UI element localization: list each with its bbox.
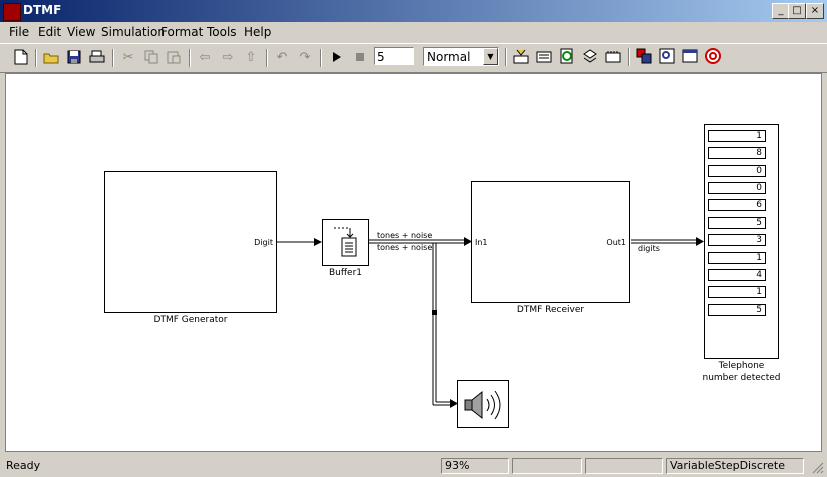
display-digit: 3 (708, 234, 766, 246)
play-icon[interactable] (328, 48, 346, 66)
toolbar-separator (505, 48, 507, 66)
redo-icon[interactable]: ↷ (299, 49, 311, 65)
signal-label-digits: digits (638, 244, 660, 253)
simulation-mode-value: Normal (427, 50, 471, 64)
undo-icon[interactable]: ↶ (276, 49, 288, 65)
display-digit: 8 (708, 147, 766, 159)
display-digit: 0 (708, 182, 766, 194)
simulation-mode-select[interactable]: Normal ▼ (423, 47, 499, 66)
up-icon[interactable]: ⇧ (245, 49, 257, 65)
signal-label-tones-bottom: tones + noise (377, 243, 433, 252)
display-digit: 1 (708, 252, 766, 264)
menu-format[interactable]: Format (161, 25, 204, 39)
speaker-block[interactable] (457, 380, 509, 428)
status-ready: Ready (6, 459, 41, 472)
menu-help[interactable]: Help (244, 25, 272, 39)
open-icon[interactable] (42, 48, 60, 66)
display-digit: 1 (708, 286, 766, 298)
telephone-display-label-line1: Telephone (718, 361, 765, 371)
menu-view[interactable]: View (67, 25, 96, 39)
close-button[interactable]: × (806, 3, 824, 19)
signal-lines (277, 237, 704, 408)
dtmf-receiver-label: DTMF Receiver (516, 305, 585, 315)
model-canvas[interactable]: Digit DTMF Generator Buffer1 tones + noi… (5, 73, 822, 452)
menu-edit[interactable]: Edit (38, 25, 62, 39)
simulink-app-icon[interactable] (3, 3, 21, 21)
signal-label-tones-top: tones + noise (377, 231, 433, 240)
menu-bar: File Edit View Simulation Format Tools H… (0, 22, 827, 42)
stop-time-input[interactable]: 5 (374, 47, 414, 65)
status-panel-empty (512, 458, 582, 474)
receiver-out-port: Out1 (606, 238, 626, 247)
telephone-display-label-line2: number detected (702, 373, 781, 383)
save-icon[interactable] (65, 48, 83, 66)
resize-grip-icon[interactable] (810, 460, 824, 474)
buffer-icon (334, 227, 357, 257)
status-bar: Ready 93% VariableStepDiscrete (0, 455, 827, 477)
buffer-label: Buffer1 (328, 268, 363, 278)
update-icon[interactable] (558, 47, 576, 65)
cut-icon[interactable]: ✂ (122, 49, 134, 65)
display-digit: 6 (708, 199, 766, 211)
block-browser-icon[interactable] (635, 47, 653, 65)
telephone-display-block[interactable]: 1 8 0 0 6 5 3 1 4 1 5 (704, 124, 779, 359)
toolbar-separator (320, 49, 322, 67)
dtmf-generator-label: DTMF Generator (153, 315, 228, 325)
speaker-icon (464, 390, 501, 420)
menu-simulation[interactable]: Simulation (101, 25, 165, 39)
forward-icon[interactable]: ⇨ (222, 49, 234, 65)
new-icon[interactable] (12, 48, 30, 66)
toolbar-separator (189, 49, 191, 67)
display-digit: 1 (708, 130, 766, 142)
debugger-icon[interactable] (604, 47, 622, 65)
build-icon[interactable] (581, 47, 599, 65)
status-zoom: 93% (441, 458, 509, 474)
toolbar-separator (35, 49, 37, 67)
status-solver: VariableStepDiscrete (666, 458, 804, 474)
status-panel-empty (585, 458, 663, 474)
display-digit: 0 (708, 165, 766, 177)
display-digit: 4 (708, 269, 766, 281)
copy-icon[interactable] (142, 48, 160, 66)
dtmf-receiver-block[interactable]: In1 Out1 (471, 181, 630, 303)
buffer-block[interactable] (322, 219, 369, 266)
chevron-down-icon[interactable]: ▼ (483, 48, 498, 65)
library-icon[interactable] (512, 47, 530, 65)
window-title: DTMF (23, 3, 62, 17)
toolbar-separator (266, 49, 268, 67)
paste-icon[interactable] (165, 48, 183, 66)
toolbar-separator (628, 48, 630, 66)
toolbar-separator (112, 49, 114, 67)
help-icon[interactable] (704, 47, 722, 65)
toolbar: ✂ ⇦ ⇨ ⇧ ↶ ↷ (0, 43, 827, 73)
zoom-icon[interactable] (658, 47, 676, 65)
menu-file[interactable]: File (9, 25, 30, 39)
print-icon[interactable] (88, 48, 106, 66)
model-explorer-icon[interactable] (535, 47, 553, 65)
maximize-button[interactable]: □ (788, 3, 806, 19)
display-digit: 5 (708, 304, 766, 316)
back-icon[interactable]: ⇦ (199, 49, 211, 65)
stop-icon[interactable] (351, 48, 369, 66)
model-properties-icon[interactable] (681, 47, 699, 65)
title-bar: DTMF _ □ × (0, 0, 827, 22)
menu-tools[interactable]: Tools (207, 25, 237, 39)
dtmf-generator-block[interactable]: Digit (104, 171, 277, 313)
generator-out-port: Digit (254, 238, 273, 247)
display-digit: 5 (708, 217, 766, 229)
receiver-in-port: In1 (475, 238, 488, 247)
